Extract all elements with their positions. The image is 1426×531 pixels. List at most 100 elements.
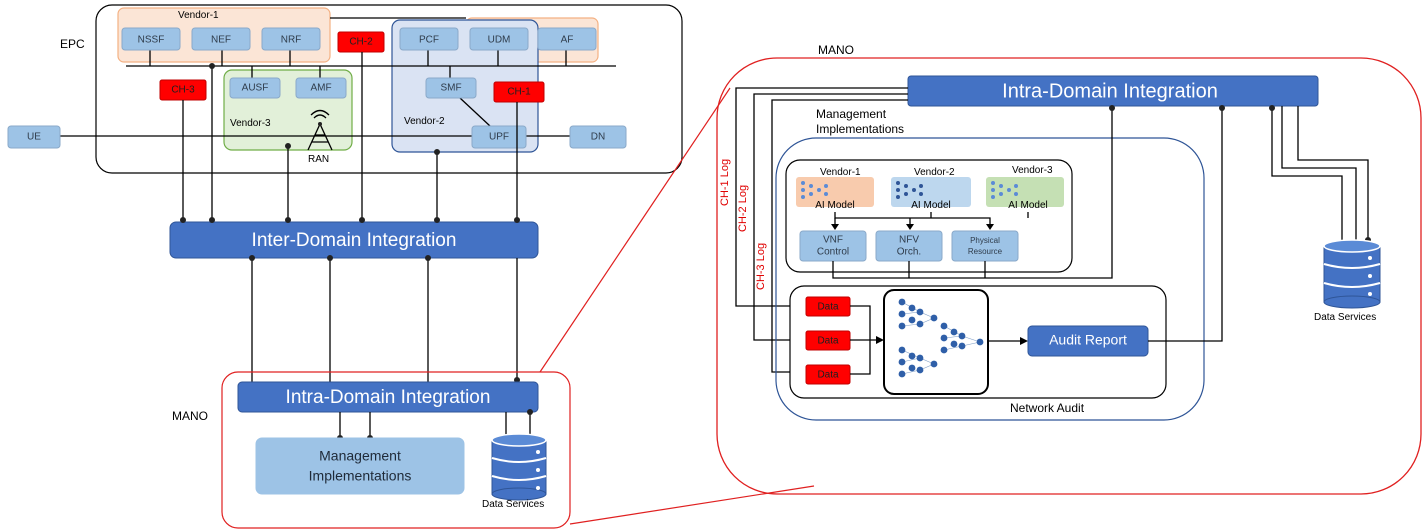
svg-text:Audit Report: Audit Report <box>1049 332 1127 348</box>
nf-udm: UDM <box>469 27 529 51</box>
mano-small-mgmt <box>255 437 465 495</box>
nf-nssf: NSSF <box>121 27 181 51</box>
audit-report-block: Audit Report <box>1027 325 1149 357</box>
nf-smf: SMF <box>425 77 477 99</box>
svg-text:CH-3: CH-3 <box>171 85 195 96</box>
svg-text:AF: AF <box>561 35 574 46</box>
dn-block: DN <box>569 125 627 149</box>
ai-model-vendor3: AI Model <box>986 177 1064 211</box>
svg-text:Data: Data <box>817 370 839 381</box>
nf-bus-connectors <box>149 50 567 127</box>
svg-text:Intra-Domain Integration: Intra-Domain Integration <box>286 387 491 408</box>
inter-top-dots <box>180 217 520 223</box>
vendor3-label: Vendor-3 <box>230 118 271 129</box>
nf-upf: UPF <box>471 125 527 149</box>
svg-text:AMF: AMF <box>310 83 331 94</box>
ran-label: RAN <box>308 154 329 165</box>
svg-text:DN: DN <box>591 132 605 143</box>
ran-tower-icon <box>307 109 333 151</box>
nf-nrf: NRF <box>261 27 321 51</box>
nfv-orch-block: NFV Orch. <box>875 230 943 262</box>
epc-dots <box>209 63 440 155</box>
mgmt-impl-label-line1: Management <box>816 107 887 121</box>
svg-text:AI Model: AI Model <box>1008 200 1047 211</box>
svg-text:Data: Data <box>817 302 839 313</box>
ch3-tag: CH-3 <box>159 79 207 101</box>
zoom-line-bottom <box>569 485 815 525</box>
ch1-tag: CH-1 <box>493 81 545 103</box>
ai-model-vendor2: AI Model <box>891 177 971 211</box>
mgmt-impl-label-line2: Implementations <box>816 122 904 136</box>
mano-small-intra: Intra-Domain Integration <box>237 381 539 413</box>
mano-small-label: MANO <box>172 409 208 423</box>
ai-vendor1-label: Vendor-1 <box>820 167 861 178</box>
inter-domain-integration: Inter-Domain Integration <box>169 221 539 259</box>
data-box-3: Data <box>805 364 851 385</box>
svg-text:UPF: UPF <box>489 132 509 143</box>
mano-small-data-services: Data Services <box>482 499 544 510</box>
svg-text:Resource: Resource <box>968 247 1003 256</box>
svg-text:NSSF: NSSF <box>138 35 165 46</box>
epc-to-inter-lines <box>182 52 518 218</box>
mgmt-impl-container <box>775 137 1205 421</box>
svg-text:AI Model: AI Model <box>911 200 950 211</box>
svg-text:NFV: NFV <box>899 235 919 246</box>
data-box-2: Data <box>805 330 851 351</box>
control-to-intra-line <box>832 105 1115 279</box>
mano-small-mgmt-line1: Management <box>319 448 401 464</box>
ai-to-control-arrows <box>831 212 1029 230</box>
svg-text:Intra-Domain Integration: Intra-Domain Integration <box>1002 80 1218 102</box>
network-audit-label: Network Audit <box>1010 401 1085 415</box>
ai-model-vendor1: AI Model <box>796 177 874 211</box>
svg-text:AUSF: AUSF <box>242 83 269 94</box>
data-box-1: Data <box>805 296 851 317</box>
intra-to-db-lines <box>1269 105 1371 246</box>
inter-to-intra-lines <box>249 255 520 383</box>
ch3-log-label: CH-3 Log <box>755 243 767 290</box>
nf-nef: NEF <box>191 27 251 51</box>
ai-vendor3-label: Vendor-3 <box>1012 165 1053 176</box>
svg-text:Orch.: Orch. <box>897 247 921 258</box>
mano-big-intra: Intra-Domain Integration <box>907 75 1319 107</box>
nf-amf: AMF <box>295 77 347 99</box>
svg-text:CH-1: CH-1 <box>507 87 531 98</box>
epc-label: EPC <box>60 37 85 51</box>
nf-pcf: PCF <box>399 27 459 51</box>
nf-af: AF <box>537 27 597 51</box>
database-icon-big <box>1323 239 1381 309</box>
svg-text:UE: UE <box>27 132 41 143</box>
svg-text:VNF: VNF <box>823 235 843 246</box>
mano-big-label: MANO <box>818 43 854 57</box>
svg-text:PCF: PCF <box>419 35 439 46</box>
ch2-tag: CH-2 <box>337 31 385 53</box>
database-icon-small <box>491 433 547 501</box>
svg-text:Inter-Domain Integration: Inter-Domain Integration <box>252 230 457 251</box>
ue-block: UE <box>7 125 61 149</box>
mano-small-container <box>221 371 571 529</box>
nn-to-report-arrow <box>988 337 1028 345</box>
mano-big-container <box>716 57 1422 495</box>
vendor1-label: Vendor-1 <box>178 10 219 21</box>
physical-resource-block: Physical Resource <box>951 230 1019 262</box>
ch2-log-label: CH-2 Log <box>737 185 749 232</box>
mano-big-data-services: Data Services <box>1314 312 1376 323</box>
report-to-intra-line <box>1148 105 1225 342</box>
neural-network-icon <box>883 289 989 395</box>
svg-text:NEF: NEF <box>211 35 231 46</box>
svg-text:CH-2: CH-2 <box>349 37 373 48</box>
ch1-log-label: CH-1 Log <box>719 159 731 206</box>
vnf-control-block: VNF Control <box>799 230 867 262</box>
vendor2-label: Vendor-2 <box>404 116 445 127</box>
svg-text:Physical: Physical <box>970 236 1000 245</box>
svg-text:UDM: UDM <box>488 35 511 46</box>
mano-small-mgmt-line2: Implementations <box>309 468 412 484</box>
nf-ausf: AUSF <box>229 77 281 99</box>
svg-text:Data: Data <box>817 336 839 347</box>
ai-vendor2-label: Vendor-2 <box>914 167 955 178</box>
zoom-line-top <box>539 87 731 373</box>
svg-text:SMF: SMF <box>440 83 461 94</box>
data-to-nn-lines <box>850 305 884 375</box>
svg-text:NRF: NRF <box>281 35 302 46</box>
svg-text:AI Model: AI Model <box>815 200 854 211</box>
